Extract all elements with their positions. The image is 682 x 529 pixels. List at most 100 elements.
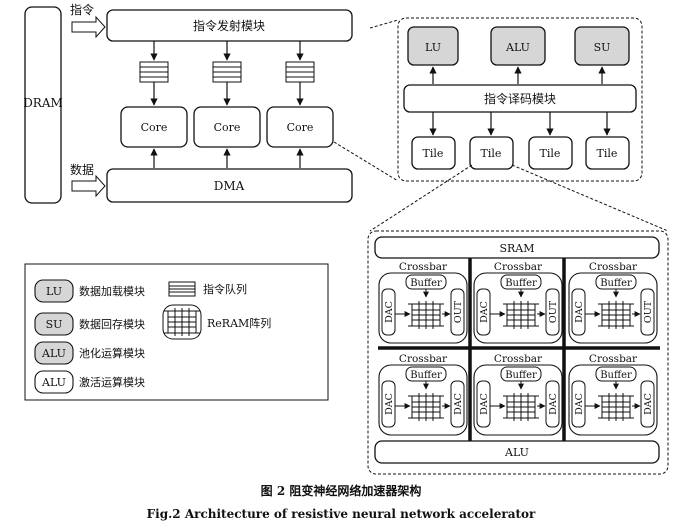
dispatch-module bbox=[106, 9, 353, 42]
alu-unit-label: ALU bbox=[505, 41, 530, 54]
lu-unit-label: LU bbox=[425, 41, 441, 54]
tile-2-label: Tile bbox=[481, 147, 502, 160]
legend-reram: ReRAM阵列 bbox=[162, 304, 271, 340]
dac-label: DAC bbox=[479, 301, 490, 323]
instruction-queue-icon bbox=[139, 61, 169, 83]
core-3 bbox=[266, 106, 334, 148]
dac-box bbox=[476, 380, 491, 428]
svg-text:池化运算模块: 池化运算模块 bbox=[79, 346, 145, 360]
core-1 bbox=[120, 106, 188, 148]
core-3-label: Core bbox=[287, 121, 314, 134]
svg-text:ALU: ALU bbox=[41, 347, 66, 360]
reram-grid-icon bbox=[407, 300, 445, 330]
svg-text:数据加载模块: 数据加载模块 bbox=[79, 284, 145, 298]
core-column-1: Core bbox=[120, 41, 188, 168]
out-label: OUT bbox=[643, 300, 654, 323]
tile-detail-frame bbox=[367, 230, 669, 475]
out-label: OUT bbox=[548, 300, 559, 323]
instruction-queue-icon bbox=[168, 281, 196, 297]
dac-box bbox=[476, 288, 491, 336]
pe-bottom-3: Crossbar Buffer DAC DAC bbox=[568, 353, 658, 436]
dac-label: DAC bbox=[479, 393, 490, 415]
svg-text:ALU: ALU bbox=[41, 376, 66, 389]
tile-4 bbox=[585, 136, 630, 170]
buffer-label: Buffer bbox=[600, 278, 632, 289]
instruction-queue-icon bbox=[212, 61, 242, 83]
buffer-label: Buffer bbox=[505, 370, 537, 381]
dac-box bbox=[450, 380, 465, 428]
reram-grid-icon bbox=[502, 300, 540, 330]
alu-unit bbox=[490, 26, 546, 66]
buffer-label: Buffer bbox=[410, 370, 442, 381]
svg-text:激活运算模块: 激活运算模块 bbox=[79, 375, 145, 389]
pe-bottom-1: Crossbar Buffer DAC DAC bbox=[378, 353, 468, 436]
dac-box bbox=[545, 380, 560, 428]
caption-zh: 图 2 阻变神经网络加速器架构 bbox=[261, 483, 422, 498]
instr-input-arrow bbox=[71, 15, 106, 39]
core-column-3: Core bbox=[266, 41, 334, 168]
dac-box bbox=[381, 380, 396, 428]
out-box bbox=[450, 288, 465, 336]
sram-label: SRAM bbox=[499, 242, 534, 255]
reram-grid-icon bbox=[407, 392, 445, 422]
reram-grid-icon bbox=[163, 307, 201, 337]
instr-input-label: 指令 bbox=[70, 2, 94, 17]
crossbar-label: Crossbar bbox=[494, 261, 543, 273]
dma-module bbox=[106, 168, 353, 203]
tile-3 bbox=[528, 136, 573, 170]
tile-2 bbox=[469, 136, 514, 170]
tile-alu-label: ALU bbox=[504, 446, 529, 459]
sram-bar bbox=[374, 236, 660, 259]
out-label: OUT bbox=[453, 300, 464, 323]
dram-label: DRAM bbox=[23, 96, 63, 110]
su-unit bbox=[574, 26, 630, 66]
instruction-queue-icon bbox=[285, 61, 315, 83]
core-2 bbox=[193, 106, 261, 148]
tile-alu-bar bbox=[374, 440, 660, 464]
su-unit-label: SU bbox=[594, 41, 611, 54]
crossbar-label: Crossbar bbox=[399, 353, 448, 365]
out-box bbox=[640, 288, 655, 336]
crossbar-label: Crossbar bbox=[589, 261, 638, 273]
pe-top-2: Crossbar Buffer DAC OUT bbox=[473, 261, 563, 344]
svg-text:SU: SU bbox=[46, 318, 63, 331]
data-input-arrow bbox=[71, 174, 106, 198]
crossbar-label: Crossbar bbox=[399, 261, 448, 273]
reram-grid-icon bbox=[502, 392, 540, 422]
svg-text:ReRAM阵列: ReRAM阵列 bbox=[207, 316, 271, 330]
tile-1 bbox=[411, 136, 456, 170]
pe-bottom-2: Crossbar Buffer DAC DAC bbox=[473, 353, 563, 436]
buffer-label: Buffer bbox=[410, 278, 442, 289]
tile-3-label: Tile bbox=[540, 147, 561, 160]
svg-text:数据回存模块: 数据回存模块 bbox=[79, 317, 145, 331]
out-box bbox=[545, 288, 560, 336]
dac-label: DAC bbox=[548, 393, 559, 415]
tile-1-label: Tile bbox=[423, 147, 444, 160]
dac-box bbox=[640, 380, 655, 428]
dac-box bbox=[381, 288, 396, 336]
dac-label: DAC bbox=[453, 393, 464, 415]
dac-box bbox=[571, 380, 586, 428]
reram-grid-icon bbox=[597, 300, 635, 330]
svg-text:指令队列: 指令队列 bbox=[203, 282, 247, 296]
dac-label: DAC bbox=[574, 393, 585, 415]
data-input-label: 数据 bbox=[70, 162, 94, 177]
caption-en: Fig.2 Architecture of resistive neural n… bbox=[147, 507, 536, 521]
legend-su: SU 数据回存模块 bbox=[34, 312, 145, 336]
dac-box bbox=[571, 288, 586, 336]
crossbar-label: Crossbar bbox=[589, 353, 638, 365]
buffer-label: Buffer bbox=[600, 370, 632, 381]
crossbar-label: Crossbar bbox=[494, 353, 543, 365]
buffer-label: Buffer bbox=[505, 278, 537, 289]
legend-queue: 指令队列 bbox=[168, 281, 247, 297]
dac-label: DAC bbox=[384, 301, 395, 323]
core-1-label: Core bbox=[141, 121, 168, 134]
tile-4-label: Tile bbox=[597, 147, 618, 160]
legend-lu: LU 数据加载模块 bbox=[34, 279, 145, 303]
lu-unit bbox=[407, 26, 459, 66]
legend-alu-pool: ALU 池化运算模块 bbox=[34, 341, 145, 365]
core-2-label: Core bbox=[214, 121, 241, 134]
dac-label: DAC bbox=[384, 393, 395, 415]
